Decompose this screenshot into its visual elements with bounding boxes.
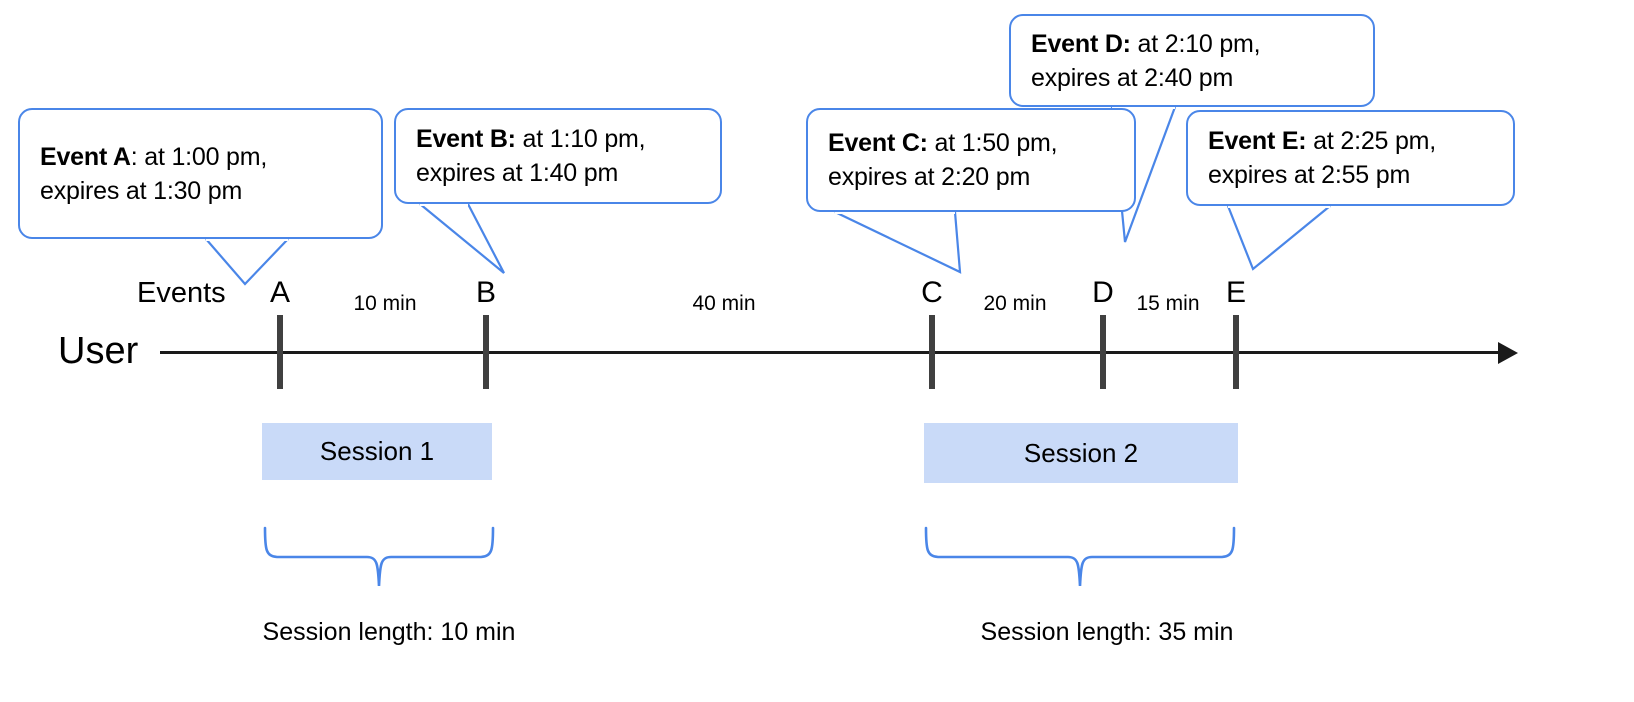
event-b-rest: at 1:10 pm, expires at 1:40 pm [416, 125, 646, 187]
event-marker-b: B [475, 276, 497, 309]
session-length-label-1: Session length: 10 min [262, 618, 516, 646]
event-callout-a[interactable]: Event A: at 1:00 pm, expires at 1:30 pm [18, 108, 383, 239]
user-row-label: User [58, 330, 139, 372]
event-b-bold: Event B: [416, 125, 516, 153]
event-marker-c: C [921, 276, 943, 309]
event-callout-c-text: Event C: at 1:50 pm, expires at 2:20 pm [828, 126, 1120, 194]
gap-label-ab: 10 min [353, 292, 417, 315]
event-e-rest: at 2:25 pm, expires at 2:55 pm [1208, 127, 1437, 189]
event-e-bold: Event E: [1208, 127, 1307, 155]
event-c-bold: Event C: [828, 129, 928, 157]
event-tick-b [483, 315, 489, 389]
event-d-bold: Event D: [1031, 29, 1131, 58]
gap-label-bc: 40 min [692, 292, 756, 315]
event-callout-e-text: Event E: at 2:25 pm, expires at 2:55 pm [1208, 124, 1499, 192]
event-callout-c[interactable]: Event C: at 1:50 pm, expires at 2:20 pm [806, 108, 1136, 212]
event-marker-e: E [1225, 276, 1247, 309]
gap-label-de: 15 min [1136, 292, 1200, 315]
event-marker-d: D [1092, 276, 1114, 309]
event-callout-b-text: Event B: at 1:10 pm, expires at 1:40 pm [416, 122, 706, 190]
event-callout-a-text: Event A: at 1:00 pm, expires at 1:30 pm [40, 140, 367, 208]
session-brace-2 [924, 526, 1236, 587]
event-tick-c [929, 315, 935, 389]
session-box-1-label: Session 1 [319, 436, 435, 466]
callout-tail-b [419, 202, 505, 274]
timeline-axis [160, 351, 1510, 354]
event-callout-d-text: Event D: at 2:10 pm, expires at 2:40 pm [1031, 27, 1359, 95]
gap-label-cd: 20 min [983, 292, 1047, 315]
timeline-arrow-icon [1498, 341, 1518, 364]
session-box-1[interactable]: Session 1 [262, 423, 492, 480]
event-marker-a: A [269, 276, 291, 309]
event-c-rest: at 1:50 pm, expires at 2:20 pm [828, 129, 1058, 191]
callout-tail-c [834, 210, 962, 274]
event-callout-b[interactable]: Event B: at 1:10 pm, expires at 1:40 pm [394, 108, 722, 204]
event-d-rest: at 2:10 pm, expires at 2:40 pm [1031, 29, 1261, 92]
event-tick-e [1233, 315, 1239, 389]
callout-tail-a [205, 237, 289, 286]
callout-tail-e [1226, 204, 1331, 271]
event-a-bold: Event A [40, 142, 131, 171]
event-tick-d [1100, 315, 1106, 389]
session-box-2[interactable]: Session 2 [924, 423, 1238, 483]
session-brace-1 [263, 526, 495, 587]
events-row-label: Events [137, 277, 226, 309]
session-box-2-label: Session 2 [1023, 437, 1139, 468]
event-tick-a [277, 315, 283, 389]
event-callout-e[interactable]: Event E: at 2:25 pm, expires at 2:55 pm [1186, 110, 1515, 206]
event-callout-d[interactable]: Event D: at 2:10 pm, expires at 2:40 pm [1009, 14, 1375, 107]
event-a-rest: : at 1:00 pm, expires at 1:30 pm [40, 142, 268, 205]
session-length-label-2: Session length: 35 min [980, 618, 1234, 646]
